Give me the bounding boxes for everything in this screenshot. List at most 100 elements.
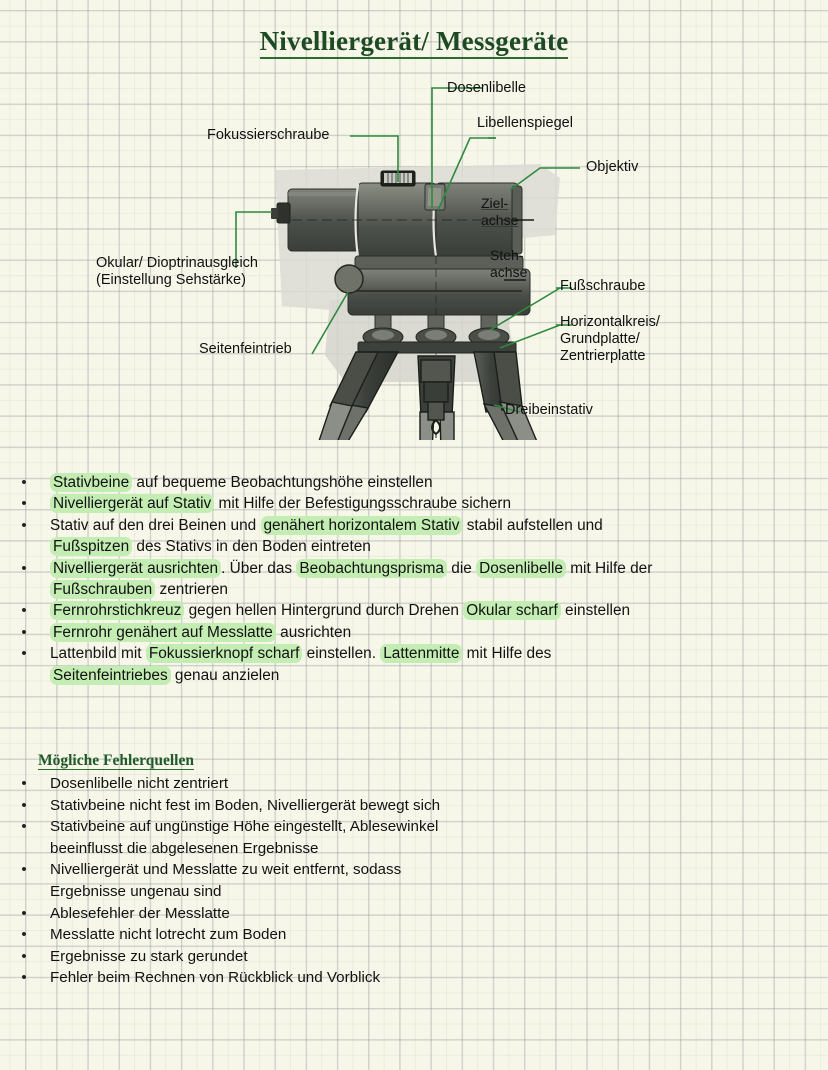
- list-bullet: •: [21, 818, 27, 836]
- list-bullet: •: [21, 645, 27, 663]
- list-bullet: •: [21, 796, 27, 814]
- list-bullet: •: [21, 861, 27, 879]
- step-text: genau anzielen: [170, 666, 280, 684]
- list-bullet: •: [21, 623, 27, 641]
- list-item: Fußspitzen des Stativs in den Boden eint…: [0, 536, 828, 557]
- list-bullet: •: [21, 474, 27, 491]
- step-text: mit Hilfe der: [565, 559, 653, 577]
- list-item: • Messlatte nicht lotrecht zum Boden: [0, 924, 828, 946]
- list-item: • Fernrohrstichkreuz gegen hellen Hinterg…: [0, 600, 828, 621]
- page-title: Nivelliergerät/ Messgeräte: [0, 26, 828, 59]
- error-text: Fehler beim Rechnen von Rückblick und Vo…: [50, 969, 381, 987]
- list-item: • Stativbeine auf ungünstige Höhe eingest…: [0, 816, 828, 838]
- highlighted-term: Stativbeine: [50, 473, 133, 492]
- procedure-steps-list: • Stativbeine auf bequeme Beobachtungshöh…: [0, 472, 828, 686]
- list-item: • Nivelliergerät ausrichten. Über das Beo…: [0, 558, 828, 579]
- list-item: • Nivelliergerät und Messlatte zu weit en…: [0, 859, 828, 881]
- label-objektiv: Objektiv: [586, 159, 639, 175]
- highlighted-term: Seitenfeintriebes: [50, 665, 171, 685]
- highlighted-term: Lattenmitte: [380, 644, 463, 664]
- list-item: • Stativ auf den drei Beinen und genähert…: [0, 515, 828, 536]
- list-bullet: •: [21, 495, 27, 513]
- label-libellenspiegel: Libellenspiegel: [477, 115, 573, 131]
- highlighted-term: Nivelliergerät ausrichten: [50, 558, 222, 578]
- error-sources-list: • Dosenlibelle nicht zentriert • Stativbein…: [0, 773, 828, 989]
- levelling-instrument-diagram: Dosenlibelle Libellenspiegel Fokussiersc…: [0, 60, 828, 440]
- list-bullet: •: [21, 775, 27, 792]
- leader-stubs: [470, 87, 572, 326]
- list-bullet: •: [21, 926, 27, 944]
- highlighted-term: Fußschrauben: [50, 580, 156, 600]
- label-zielachse: Ziel-achse: [481, 195, 519, 228]
- telescope-body: [271, 170, 523, 258]
- list-item: • Stativbeine nicht fest im Boden, Nivell…: [0, 795, 828, 817]
- label-seitenfeintrieb: Seitenfeintrieb: [199, 341, 292, 357]
- step-text: die: [446, 559, 477, 577]
- list-item: Ergebnisse ungenau sind: [0, 881, 828, 903]
- highlighted-term: genähert horizontalem Stativ: [260, 515, 463, 535]
- label-fussschraube: Fußschraube: [560, 278, 646, 294]
- diagram-svg: [235, 87, 580, 440]
- error-sources-heading-text: Mögliche Fehlerquellen: [38, 752, 194, 770]
- highlighted-term: Fokussierknopf scharf: [145, 644, 303, 664]
- foot-screws: [357, 314, 517, 354]
- list-item: • Fernrohr genähert auf Messlatte ausrich…: [0, 622, 828, 643]
- instrument-base: [334, 255, 531, 400]
- error-sources-heading: Mögliche Fehlerquellen: [38, 752, 194, 770]
- step-text: Stativ auf den drei Beinen und: [50, 516, 261, 534]
- error-text: Stativbeine nicht fest im Boden, Nivelli…: [50, 796, 441, 814]
- step-text: auf bequeme Beobachtungshöhe einstellen: [132, 474, 433, 491]
- highlighted-term: Okular scharf: [463, 601, 561, 621]
- list-item: • Lattenbild mit Fokussierknopf scharf ei…: [0, 643, 828, 664]
- error-text: Messlatte nicht lotrecht zum Boden: [50, 926, 287, 944]
- error-text: Nivelliergerät und Messlatte zu weit ent…: [50, 861, 402, 879]
- error-text: Dosenlibelle nicht zentriert: [50, 775, 229, 792]
- step-text: Lattenbild mit: [50, 645, 146, 663]
- leader-lines: [235, 87, 580, 413]
- page-title-text: Nivelliergerät/ Messgeräte: [259, 26, 569, 59]
- list-item: • Fehler beim Rechnen von Rückblick und V…: [0, 967, 828, 989]
- list-bullet: •: [21, 904, 27, 922]
- step-text: ausrichten: [275, 623, 352, 641]
- list-item: • Dosenlibelle nicht zentriert: [0, 773, 828, 795]
- label-okular: Okular/ Dioptrinausgleich(Einstellung Se…: [96, 255, 258, 288]
- list-item: • Stativbeine auf bequeme Beobachtungshöh…: [0, 472, 828, 493]
- list-bullet: •: [21, 602, 27, 620]
- highlighted-term: Fernrohr genähert auf Messlatte: [50, 622, 276, 642]
- error-text: Stativbeine auf ungünstige Höhe eingeste…: [50, 818, 439, 836]
- error-text: Ergebnisse zu stark gerundet: [50, 947, 248, 965]
- error-text: Ablesefehler der Messlatte: [50, 904, 230, 922]
- step-text: des Stativs in den Boden eintreten: [132, 538, 371, 556]
- step-text: gegen hellen Hintergrund durch Drehen: [184, 602, 464, 620]
- list-bullet: •: [21, 947, 27, 965]
- list-bullet: •: [21, 516, 27, 534]
- highlighted-term: Fernrohrstichkreuz: [50, 601, 185, 621]
- step-text: . Über das: [221, 559, 297, 577]
- highlighted-term: Dosenlibelle: [476, 558, 566, 578]
- highlighted-term: Fußspitzen: [50, 537, 133, 557]
- step-text: zentrieren: [155, 581, 228, 599]
- label-dreibeinstativ: Dreibeinstativ: [505, 402, 593, 418]
- list-item: beeinflusst die abgelesenen Ergebnisse: [0, 838, 828, 860]
- step-text: mit Hilfe der Befestigungsschraube siche…: [214, 495, 512, 513]
- list-bullet: •: [21, 559, 27, 577]
- step-text: einstellen.: [302, 645, 381, 663]
- label-dosenlibelle: Dosenlibelle: [447, 80, 526, 96]
- list-item: Fußschrauben zentrieren: [0, 579, 828, 600]
- list-item: • Ergebnisse zu stark gerundet: [0, 946, 828, 968]
- list-item: Seitenfeintriebes genau anzielen: [0, 665, 828, 686]
- step-text: einstellen: [560, 602, 631, 620]
- highlighted-term: Beobachtungsprisma: [296, 558, 447, 578]
- list-bullet: •: [21, 969, 27, 987]
- label-stehachse: Steh-achse: [490, 247, 528, 280]
- list-item: • Ablesefehler der Messlatte: [0, 903, 828, 925]
- step-text: mit Hilfe des: [462, 645, 552, 663]
- label-horizontalkreis: Horizontalkreis/Grundplatte/Zentrierplat…: [560, 314, 660, 364]
- label-fokussierschraube: Fokussierschraube: [207, 127, 330, 143]
- highlighted-term: Nivelliergerät auf Stativ: [50, 494, 215, 514]
- error-text: beeinflusst die abgelesenen Ergebnisse: [50, 839, 319, 857]
- list-item: • Nivelliergerät auf Stativ mit Hilfe der…: [0, 493, 828, 514]
- error-text: Ergebnisse ungenau sind: [50, 882, 222, 900]
- step-text: stabil aufstellen und: [462, 516, 603, 534]
- tripod: [318, 351, 538, 440]
